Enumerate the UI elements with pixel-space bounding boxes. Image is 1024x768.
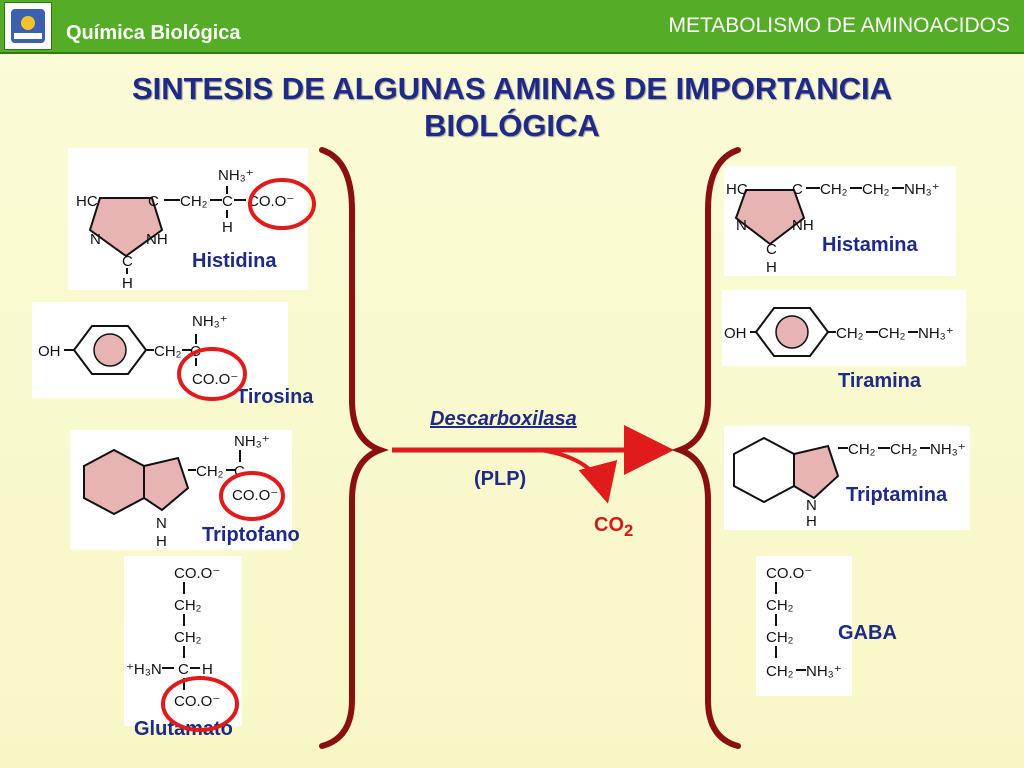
chem-label: C	[190, 343, 201, 360]
chem-label: NH₃⁺	[192, 313, 228, 330]
chem-label: NH	[146, 231, 168, 248]
tyrosine-structure: OH CH₂ C NH₃⁺ CO.O⁻	[32, 302, 288, 398]
chem-label: H	[766, 259, 777, 276]
chem-label: OH	[724, 325, 747, 342]
topic-label: METABOLISMO DE AMINOACIDOS	[668, 14, 1011, 37]
chem-label: ⁺H₃N	[126, 661, 162, 678]
slide-title: SINTESIS DE ALGUNAS AMINAS DE IMPORTANCI…	[131, 71, 893, 143]
chem-label: C	[766, 241, 777, 258]
substrate-label-tirosina: Tirosina	[236, 386, 314, 408]
co2-label: CO2	[594, 514, 634, 540]
chem-label: OH	[38, 343, 61, 360]
product-label-tiramina: Tiramina	[838, 370, 921, 392]
gaba-structure: CO.O⁻ CH₂ CH₂ CH₂ NH₃⁺	[756, 556, 852, 696]
cofactor-label: (PLP)	[474, 468, 527, 490]
chem-label: N	[736, 217, 747, 234]
chem-label: C	[148, 193, 159, 210]
chem-label: NH₃⁺	[806, 663, 842, 680]
chem-label: CH₂	[766, 663, 794, 680]
chem-label: NH₃⁺	[218, 167, 254, 184]
chem-label: CH₂	[836, 325, 864, 342]
chem-label: CH₂	[848, 441, 876, 458]
left-brace	[319, 147, 389, 749]
chem-label: H	[806, 513, 817, 530]
chem-label: HC	[76, 193, 98, 210]
chem-label: NH₃⁺	[904, 181, 940, 198]
chem-label: N	[156, 515, 167, 532]
chem-label: H	[122, 275, 133, 290]
chem-label: NH	[792, 217, 814, 234]
chem-label: CO.O⁻	[766, 565, 812, 582]
chem-label: CH₂	[180, 193, 208, 210]
chem-label: H	[202, 661, 213, 678]
chem-label: CO.O⁻	[232, 487, 278, 504]
chem-label: CH₂	[154, 343, 182, 360]
chem-label: N	[806, 497, 817, 514]
chem-label: HC	[726, 181, 748, 198]
chem-label: C	[122, 253, 133, 270]
slide-header: Química Biológica METABOLISMO DE AMINOAC…	[0, 0, 1024, 54]
chem-label: CH₂	[766, 597, 794, 614]
chem-label: CH₂	[174, 629, 202, 646]
chem-label: CH₂	[878, 325, 906, 342]
chem-label: CH₂	[174, 597, 202, 614]
chem-label: CO.O⁻	[174, 693, 220, 710]
chem-label: NH₃⁺	[918, 325, 954, 342]
chem-label: H	[222, 219, 233, 236]
chem-label: NH₃⁺	[930, 441, 966, 458]
histamine-structure: HC C CH₂ CH₂ NH₃⁺ N NH C H	[724, 166, 956, 276]
chem-label: CH₂	[196, 463, 224, 480]
chem-label: NH₃⁺	[234, 433, 270, 450]
chem-label: C	[178, 661, 189, 678]
chem-label: CH₂	[890, 441, 918, 458]
product-label-gaba: GABA	[838, 622, 897, 644]
product-label-histamina: Histamina	[822, 234, 918, 256]
chem-label: CH₂	[862, 181, 890, 198]
university-logo	[4, 2, 52, 50]
chem-label: C	[222, 193, 233, 210]
product-label-triptamina: Triptamina	[846, 484, 948, 506]
tyramine-structure: OH CH₂ CH₂ NH₃⁺	[722, 290, 966, 366]
chem-label: CO.O⁻	[248, 193, 294, 210]
substrate-label-triptofano: Triptofano	[202, 524, 300, 546]
chem-label: CO.O⁻	[174, 565, 220, 582]
chem-label: CH₂	[820, 181, 848, 198]
substrate-label-histidina: Histidina	[192, 250, 277, 272]
chem-label: CO.O⁻	[192, 371, 238, 388]
co2-release-arrow	[539, 448, 618, 504]
chem-label: C	[234, 463, 245, 480]
chem-label: N	[90, 231, 101, 248]
course-title: Química Biológica	[66, 22, 241, 44]
chem-label: H	[156, 533, 167, 550]
enzyme-label: Descarboxilasa	[430, 408, 577, 430]
chem-label: C	[792, 181, 803, 198]
substrate-label-glutamato: Glutamato	[134, 718, 233, 740]
tryptamine-structure: CH₂ CH₂ NH₃⁺ N H	[724, 426, 970, 530]
chem-label: CH₂	[766, 629, 794, 646]
glutamate-structure: CO.O⁻ CH₂ CH₂ ⁺H₃N C H CO.O⁻	[124, 556, 242, 726]
